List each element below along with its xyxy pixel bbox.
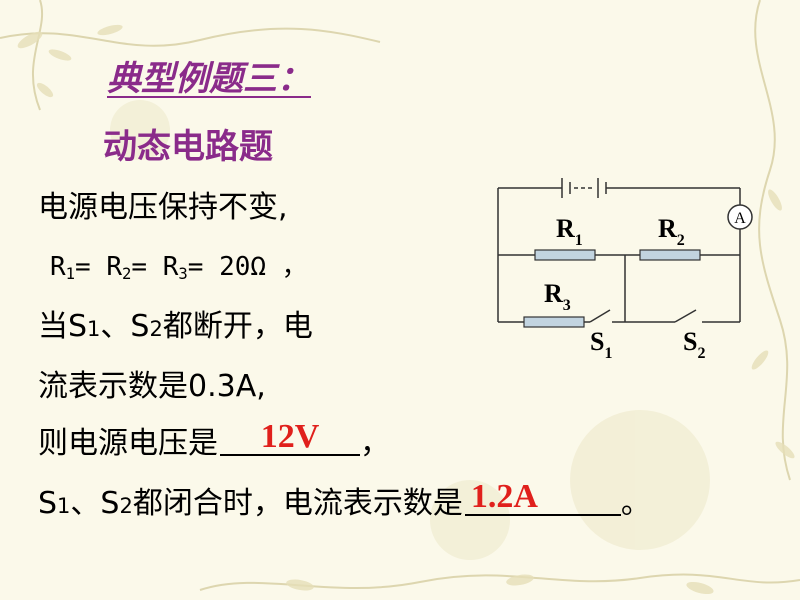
line6-s2-subscript: 2 xyxy=(119,494,133,518)
r1-symbol: R xyxy=(50,252,66,282)
problem-line-1: 电源电压保持不变, xyxy=(38,190,288,225)
slide-title: 典型例题三： xyxy=(107,59,311,99)
equals-r2: = R xyxy=(75,252,123,282)
switch-s1-blade xyxy=(589,309,611,323)
s2-label-sub: 2 xyxy=(697,345,705,362)
line3-prefix: 当S xyxy=(38,309,88,344)
svg-text:R1: R1 xyxy=(556,214,583,249)
slide-subtitle: 动态电路题 xyxy=(103,127,273,167)
line3-suffix: 都断开，电 xyxy=(162,309,313,344)
svg-text:R3: R3 xyxy=(544,279,571,314)
svg-text:R2: R2 xyxy=(658,214,685,249)
current-answer: 1.2A xyxy=(464,480,621,516)
ammeter-label: A xyxy=(734,210,746,227)
line6-s: S xyxy=(38,486,58,521)
r2-subscript: 2 xyxy=(122,264,132,283)
voltage-answer: 12V xyxy=(220,420,360,456)
problem-line-3: 当S1、S2都断开，电 xyxy=(38,312,313,342)
r2-label: R xyxy=(658,214,677,243)
equals-r3: = R xyxy=(131,252,179,282)
line5-suffix: ， xyxy=(360,426,390,461)
line6-suffix: 。 xyxy=(620,486,651,521)
s1-subscript: 1 xyxy=(87,317,101,341)
resistor-r3 xyxy=(523,316,585,328)
s1-label: S xyxy=(590,327,604,356)
switch-s2-blade xyxy=(674,309,697,323)
r1-label: R xyxy=(556,214,575,243)
s2-label: S xyxy=(683,327,697,356)
r2-label-sub: 2 xyxy=(677,232,685,249)
r3-label-sub: 3 xyxy=(563,297,571,314)
line6-mid: 、S xyxy=(70,486,120,521)
ammeter-icon xyxy=(727,204,753,230)
line3-mid: 、S xyxy=(100,309,150,344)
line6-prefix: 都闭合时，电流表示数是 xyxy=(132,486,463,521)
r3-subscript: 3 xyxy=(178,264,188,283)
s2-subscript: 2 xyxy=(149,317,163,341)
r1-subscript: 1 xyxy=(65,264,76,283)
resistance-value: = 20Ω ， xyxy=(187,252,308,282)
resistor-r2 xyxy=(639,249,701,261)
problem-line-2: R1= R2= R3= 20Ω ， xyxy=(50,254,308,282)
resistor-r1 xyxy=(534,249,596,261)
r3-label: R xyxy=(544,279,563,308)
line6-s1-subscript: 1 xyxy=(57,494,71,518)
r1-label-sub: 1 xyxy=(575,232,583,249)
svg-text:S1: S1 xyxy=(590,327,612,362)
svg-text:S2: S2 xyxy=(683,327,705,362)
circuit-diagram: A R1 R2 R3 S1 S2 xyxy=(497,178,753,362)
s1-label-sub: 1 xyxy=(604,345,612,362)
problem-line-4: 流表示数是0.3A, xyxy=(38,369,266,404)
line5-prefix: 则电源电压是 xyxy=(38,426,218,461)
